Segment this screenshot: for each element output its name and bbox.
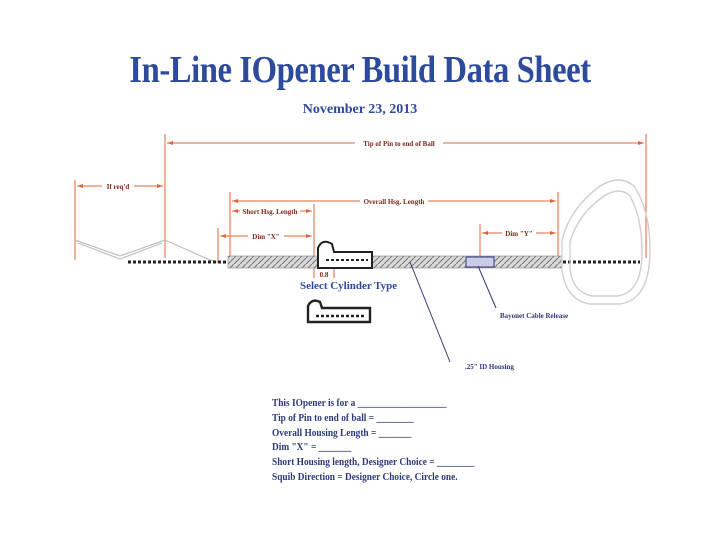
document-date: November 23, 2013 [302, 102, 418, 117]
short-hsg-label: Short Hsg. Length [242, 208, 297, 216]
cylinder-option[interactable] [306, 299, 372, 324]
id-housing-label: .25" ID Housing [465, 363, 514, 371]
housing-body [227, 255, 563, 269]
dimension-arrows [77, 141, 644, 238]
select-cylinder-label: Select Cylinder Type [300, 280, 397, 292]
bayonet-label: Bayonet Cable Release [500, 312, 568, 320]
build-form: This IOpener is for a __________________… [272, 396, 474, 485]
dim-y-label: Dim "Y" [505, 230, 533, 238]
page-title: In-Line IOpener Build Data Sheet [129, 49, 591, 91]
form-line-overall-housing: Overall Housing Length = _______ [272, 426, 412, 439]
dim-x-label: Dim "X" [252, 233, 280, 241]
form-line-tip-to-ball: Tip of Pin to end of ball = ________ [272, 411, 414, 424]
form-line-short-housing: Short Housing length, Designer Choice = … [272, 456, 475, 469]
offset-label: 0.8 [320, 271, 329, 279]
if-reqd-label: If req'd [107, 183, 130, 191]
form-line-dim-x: Dim "X" = _______ [272, 441, 352, 454]
overall-hsg-label: Overall Hsg. Length [364, 198, 425, 206]
bayonet-marker [465, 256, 495, 268]
cylinder-squib [317, 240, 373, 269]
form-line-squib-direction: Squib Direction = Designer Choice, Circl… [272, 470, 458, 483]
ball-end-shape [561, 179, 651, 305]
form-line-purpose: This IOpener is for a __________________… [272, 397, 447, 409]
tip-to-ball-label: Tip of Pin to end of Ball [363, 140, 434, 148]
pointer-lines [409, 261, 497, 363]
tip-extension-shape [74, 239, 219, 263]
